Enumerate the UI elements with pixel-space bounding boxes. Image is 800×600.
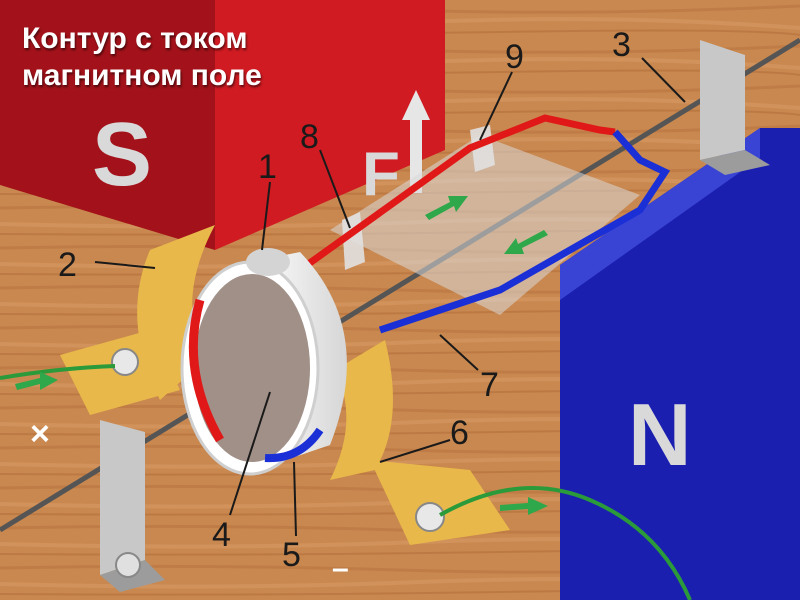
label-6: 6 — [450, 414, 469, 452]
label-5: 5 — [282, 536, 301, 574]
north-pole-label: N — [628, 385, 692, 484]
lead-wire-right — [439, 486, 692, 600]
label-2: 2 — [58, 246, 77, 284]
lead-wire-left — [0, 364, 116, 380]
current-arrow-icon — [425, 196, 548, 254]
wire-negative — [378, 129, 671, 334]
south-pole-label: S — [92, 105, 152, 205]
label-4: 4 — [212, 516, 231, 554]
label-9: 9 — [505, 38, 524, 76]
north-magnet: N — [560, 128, 800, 600]
wire-positive — [297, 114, 616, 273]
axle-bearing-left — [100, 420, 165, 592]
label-8: 8 — [300, 118, 319, 156]
current-arrow-icon — [500, 497, 548, 515]
current-loop — [297, 114, 671, 334]
leader-lines — [94, 57, 686, 537]
commutator — [180, 248, 347, 476]
label-7: 7 — [480, 366, 499, 404]
south-magnet: S F — [0, 0, 445, 250]
axle-bearing-right — [700, 40, 770, 175]
diagram-title: Контур с током магнитном поле — [22, 20, 262, 94]
label-3: 3 — [612, 26, 631, 64]
terminal-sign-bottom: – — [332, 552, 349, 585]
terminal-sign-left: × — [30, 415, 50, 453]
label-1: 1 — [258, 148, 277, 186]
title-line-2: магнитном поле — [22, 59, 262, 92]
title-line-1: Контур с током — [22, 22, 248, 55]
current-arrow-icon — [15, 372, 58, 390]
